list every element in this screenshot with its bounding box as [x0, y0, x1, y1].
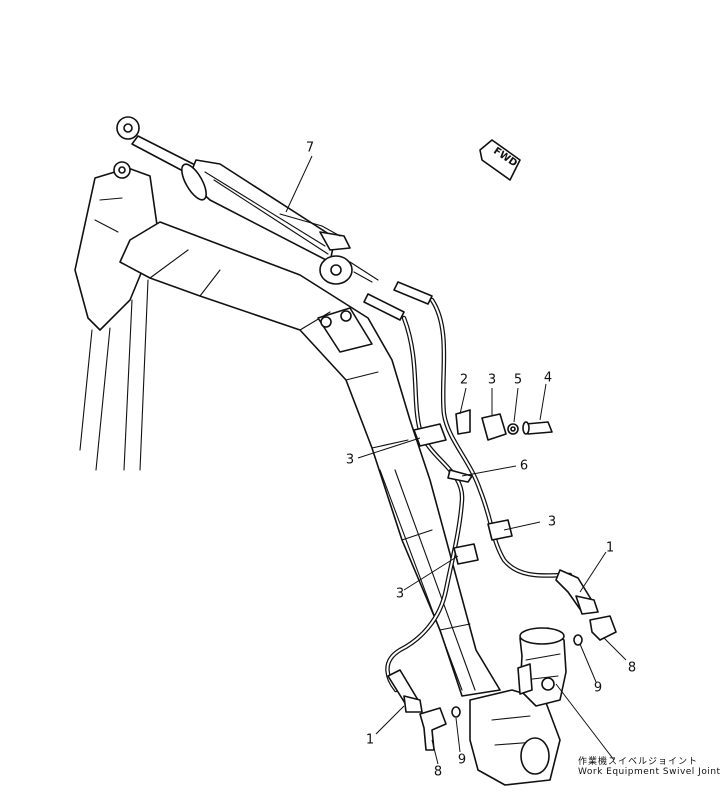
callout-1-right-hose: 1 [605, 540, 615, 556]
swivel-joint-label-japanese: 作業機スイベルジョイント [578, 757, 699, 767]
swivel-joint [517, 627, 567, 707]
leader-lines [285, 155, 627, 765]
boom-foot [469, 689, 561, 786]
callout-3-lower-clamp: 3 [395, 586, 405, 602]
hose-end-fittings [387, 569, 599, 713]
callout-9-right-oring: 9 [593, 680, 603, 696]
callout-6: 6 [519, 458, 529, 474]
callout-8-right-elbow: 8 [627, 660, 637, 676]
callout-1-left-hose: 1 [365, 732, 375, 748]
cylinder-fittings [349, 261, 433, 321]
hydraulic-hoses [385, 297, 573, 693]
callout-7: 7 [305, 140, 315, 156]
boom-arm [119, 221, 501, 697]
elbows-and-orings [419, 615, 617, 751]
swivel-joint-label-english: Work Equipment Swivel Joint [578, 767, 721, 777]
fwd-direction-arrow [479, 139, 521, 181]
rear-boom-section [74, 161, 159, 471]
callout-3-right-clamp: 3 [547, 514, 557, 530]
callout-3-exploded: 3 [487, 372, 497, 388]
callout-4: 4 [543, 370, 553, 386]
callout-8-left-elbow: 8 [433, 764, 443, 780]
hydraulic-cylinder [116, 116, 353, 285]
callout-5: 5 [513, 372, 523, 388]
callout-3-upper-clamp: 3 [345, 452, 355, 468]
callout-9-left-oring: 9 [457, 752, 467, 768]
hose-clamps [413, 409, 513, 565]
callout-2: 2 [459, 372, 469, 388]
clamp-hardware-exploded [481, 413, 553, 441]
